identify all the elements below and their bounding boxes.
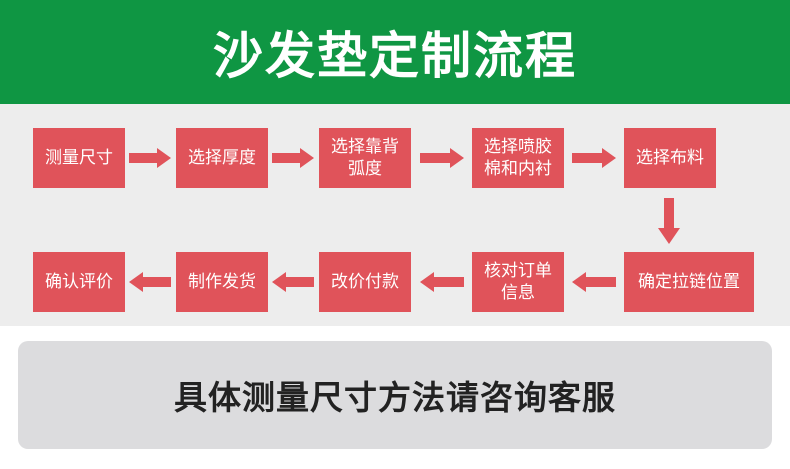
step-confirm-review: 确认评价 <box>33 252 125 312</box>
step-choose-thickness: 选择厚度 <box>176 128 268 188</box>
step-choose-fabric: 选择布料 <box>624 128 716 188</box>
step-choose-padding-lining: 选择喷胶 棉和内衬 <box>472 128 564 188</box>
consult-note-panel: 具体测量尺寸方法请咨询客服 <box>18 341 772 449</box>
arrow-left-icon <box>129 272 171 292</box>
flow-panel: 测量尺寸 选择厚度 选择靠背 弧度 选择喷胶 棉和内衬 选择布料 确定拉链位置 … <box>0 104 790 326</box>
step-choose-backrest-curve: 选择靠背 弧度 <box>319 128 411 188</box>
arrow-left-icon <box>572 272 616 292</box>
arrow-down-icon <box>658 198 680 244</box>
arrow-left-icon <box>272 272 314 292</box>
arrow-right-icon <box>272 148 314 168</box>
step-confirm-zipper: 确定拉链位置 <box>624 252 754 312</box>
step-change-price-pay: 改价付款 <box>319 252 411 312</box>
consult-note-text: 具体测量尺寸方法请咨询客服 <box>174 378 616 417</box>
page-title: 沙发垫定制流程 <box>213 27 577 85</box>
step-measure-size: 测量尺寸 <box>33 128 125 188</box>
step-check-order: 核对订单 信息 <box>472 252 564 312</box>
step-make-ship: 制作发货 <box>176 252 268 312</box>
header-banner: 沙发垫定制流程 <box>0 0 790 104</box>
arrow-left-icon <box>420 272 464 292</box>
arrow-right-icon <box>420 148 464 168</box>
arrow-right-icon <box>572 148 616 168</box>
arrow-right-icon <box>129 148 171 168</box>
